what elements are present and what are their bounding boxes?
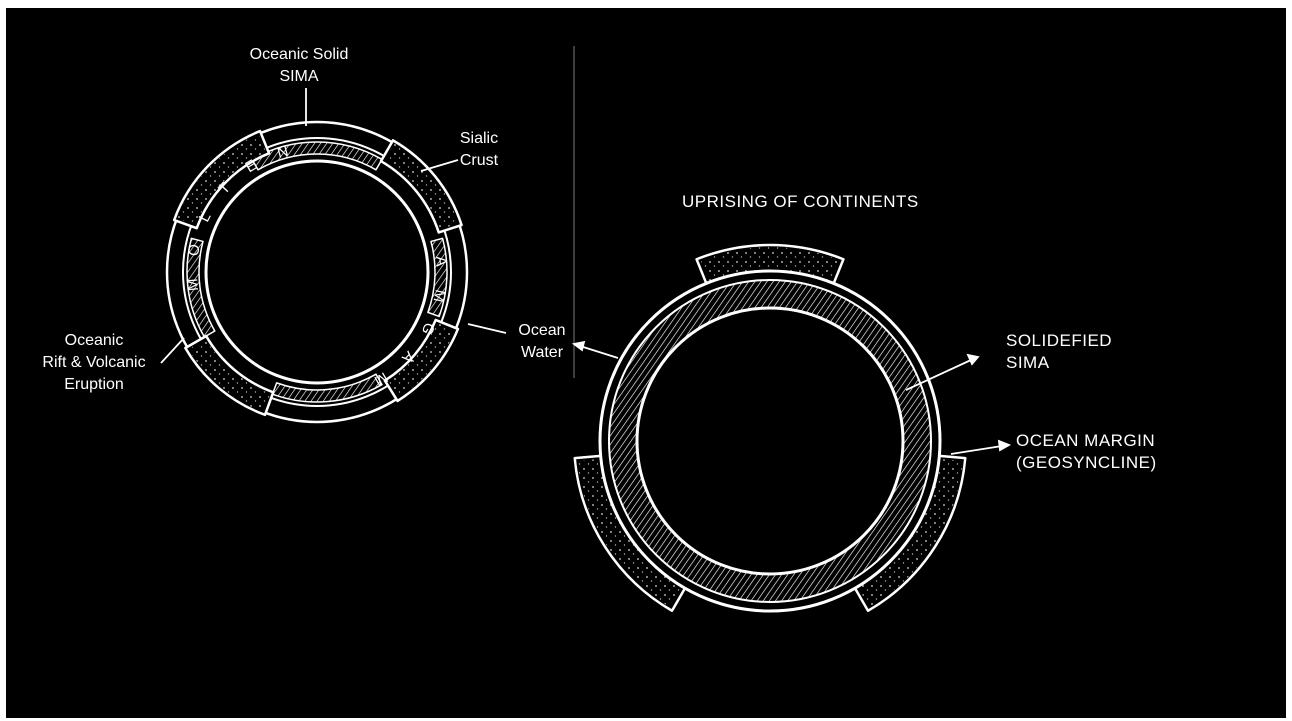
margin-arrowhead <box>999 441 1009 450</box>
oceanic-rift-label: Oceanic Rift & Volcanic Eruption <box>24 330 164 396</box>
ocean-water-arrow <box>580 346 618 358</box>
uprising-title: UPRISING OF CONTINENTS <box>682 191 1002 213</box>
magmaText-letter: M <box>429 288 449 308</box>
moltenText-letter: M <box>184 274 202 292</box>
right-inner-circle <box>637 308 903 574</box>
moltenText-letter: O <box>185 239 205 258</box>
water-leader-line <box>468 324 506 333</box>
margin-arrow <box>951 446 1002 454</box>
sialic-crust-label: Sialic Crust <box>444 128 514 172</box>
sima-arrowhead <box>968 355 978 364</box>
oceanic-solid-sima-label: Oceanic Solid SIMA <box>234 44 364 88</box>
rift-leader-line <box>161 338 184 363</box>
ocean-water-label: Ocean Water <box>506 320 578 364</box>
ocean-margin-label: OCEAN MARGIN (GEOSYNCLINE) <box>1016 430 1216 474</box>
magmaText-letter: A <box>432 256 450 271</box>
solidified-sima-label: SOLIDEFIED SIMA <box>1006 330 1176 374</box>
left-inner-circle <box>206 161 428 383</box>
right-globe <box>575 245 966 611</box>
